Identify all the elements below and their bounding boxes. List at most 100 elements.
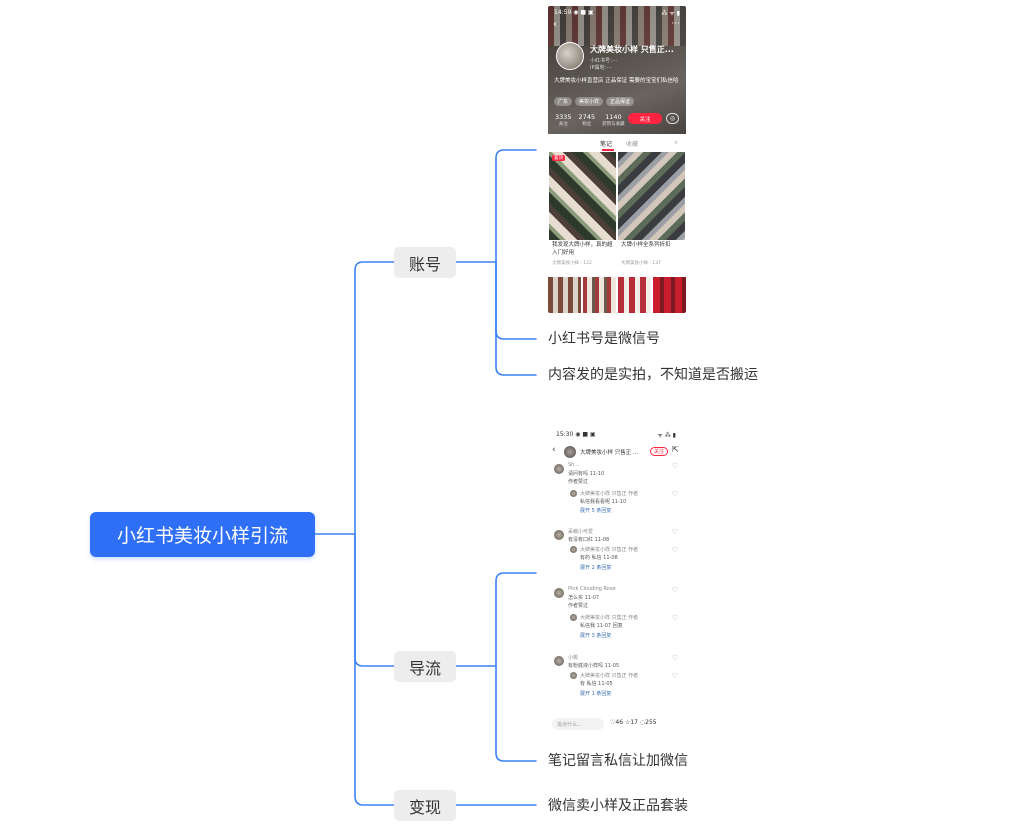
commenter-avatar — [554, 530, 564, 540]
stat-likes: 1140 获赞与收藏 — [602, 113, 625, 127]
tab-notes: 笔记 — [600, 141, 613, 148]
tab-collections: 收藏 — [626, 141, 639, 148]
branch-node-traffic[interactable]: 导流 — [394, 651, 456, 682]
stat-number: 2745 — [578, 113, 596, 121]
like-icon: ♡ — [671, 672, 678, 680]
profile-header-bg — [548, 6, 686, 134]
reply-text: 私信我 11-07 回复 — [580, 623, 623, 629]
commenter-name: Pink Clouding Rose — [568, 586, 616, 592]
reply-text: 有的 私信 11-08 — [580, 555, 618, 561]
note-author-title: 大牌美妆小样 只售正 ... — [580, 450, 639, 456]
note-thumbnails-row — [548, 277, 686, 313]
reply-author: 大牌美妆小样 只售正 作者 — [580, 673, 639, 679]
comment-text: 有粉底液小样吗 11-05 — [568, 663, 620, 669]
stat-number: 3335 — [555, 113, 572, 121]
note-card-meta: 大牌美妆小样 · 137 — [621, 261, 661, 266]
edge-branch-2-leaf-1 — [495, 572, 537, 667]
like-icon: ♡ — [610, 719, 616, 726]
engagement-counts: ♡46 ☆17 ◌255 — [610, 719, 657, 726]
edge-branch-1-leaf-3 — [495, 261, 537, 376]
leaf-traffic-comment-dm[interactable]: 笔记留言私信让加微信 — [548, 753, 688, 769]
like-icon: ♡ — [671, 654, 678, 662]
reply-author: 大牌美妆小样 只售正 作者 — [580, 491, 639, 497]
comment-icon: ◌ — [639, 719, 646, 726]
follow-button: 关注 — [628, 113, 662, 124]
profile-bio: 大牌美妆小样直营店 正品保证 需要的宝宝们私信哈 — [554, 78, 679, 84]
reply-author: 大牌美妆小样 只售正 作者 — [580, 615, 639, 621]
author-avatar — [570, 546, 577, 553]
expand-replies: 展开 2 条回复 — [580, 565, 612, 571]
author-avatar — [570, 614, 577, 621]
like-count: 46 — [615, 719, 624, 726]
comment-text: 怎么买 11-07 — [568, 595, 600, 601]
profile-tags: 广东 美妆小样 正品保证 — [554, 97, 635, 106]
note-card: 大牌小样全系列折扣 大牌美妆小样 · 137 — [618, 152, 685, 267]
profile-ip: IP属地：··· — [590, 65, 612, 71]
branch-node-account[interactable]: 账号 — [394, 247, 456, 278]
reply-text: 私信我看看呢 11-10 — [580, 499, 627, 505]
share-icon: ⇱ — [672, 445, 679, 454]
profile-tag: 美妆小样 — [575, 97, 604, 106]
star-icon: ☆ — [624, 719, 631, 726]
profile-screenshot: 14:59 ◉ ■ ▣ ⁂ ᯤ ▮ ‹ ··· 大牌美妆小样 只售正... 小红… — [548, 6, 686, 313]
star-count: 17 — [630, 719, 638, 726]
leaf-account-content-origin[interactable]: 内容发的是实拍，不知道是否搬运 — [548, 367, 758, 383]
comment-sub: 作者赞过 — [568, 603, 589, 609]
comment-text: 请问有吗 11-10 — [568, 471, 605, 477]
leaf-account-wechat-id[interactable]: 小红书号是微信号 — [548, 331, 660, 347]
note-card-meta: 大牌美妆小样 · 122 — [552, 261, 592, 266]
status-bar-right: ⁂ ᯤ ▮ — [661, 10, 680, 17]
note-card-title: 大牌小样全系列折扣 — [621, 242, 671, 248]
stat-label: 粉丝 — [582, 122, 592, 127]
comment-text: 有没有口红 11-08 — [568, 537, 610, 543]
note-card: 置顶 我发现大牌小样，真的超入门好用 大牌美妆小样 · 122 — [549, 152, 616, 267]
profile-tag: 广东 — [554, 97, 573, 106]
edge-root-branch-2 — [354, 533, 395, 667]
chat-icon: ◎ — [666, 113, 679, 124]
note-card-image — [549, 152, 616, 240]
author-avatar — [570, 490, 577, 497]
stat-followers: 2745 粉丝 — [579, 113, 596, 127]
edge-root-branch-3 — [354, 533, 395, 806]
commenter-avatar — [554, 588, 564, 598]
back-icon: ‹ — [553, 19, 557, 30]
stat-label: 关注 — [558, 122, 568, 127]
stat-label: 获赞与收藏 — [602, 122, 625, 127]
edge-branch-1-leaf-1 — [495, 149, 537, 263]
follow-button: 关注 — [650, 447, 669, 456]
back-icon: ‹ — [552, 445, 556, 455]
status-bar-right: ᯤ ⁂ ▮ — [657, 432, 676, 439]
profile-stats: 3335 关注 2745 粉丝 1140 获赞与收藏 — [555, 113, 625, 127]
status-bar-left: 14:59 ◉ ■ ▣ — [554, 9, 594, 16]
profile-id: 小红书号：··· — [590, 58, 618, 64]
comment-count: 255 — [645, 719, 657, 726]
avatar — [556, 42, 584, 70]
leaf-monetize-sell-samples[interactable]: 微信卖小样及正品套装 — [548, 798, 688, 814]
stat-number: 1140 — [605, 113, 622, 121]
like-icon: ♡ — [671, 586, 678, 594]
like-icon: ♡ — [671, 462, 678, 470]
branch-node-monetize[interactable]: 变现 — [394, 790, 456, 821]
like-icon: ♡ — [671, 546, 678, 554]
reply-author: 大牌美妆小样 只售正 作者 — [580, 547, 639, 553]
edge-root-branch-1 — [354, 261, 395, 535]
expand-replies: 展开 3 条回复 — [580, 633, 612, 639]
like-icon: ♡ — [671, 490, 678, 498]
note-card-title: 我发现大牌小样，真的超入门好用 — [552, 242, 613, 256]
like-icon: ♡ — [671, 528, 678, 536]
note-card-image — [618, 152, 685, 240]
commenter-name: 小桃 — [568, 655, 579, 661]
search-icon: ⌕ — [674, 139, 678, 146]
more-icon: ··· — [671, 19, 680, 29]
like-icon: ♡ — [671, 614, 678, 622]
root-node[interactable]: 小红书美妆小样引流 — [90, 512, 315, 557]
commenter-avatar — [554, 656, 564, 666]
profile-tabs: 笔记 收藏 ⌕ — [548, 134, 686, 152]
edge-branch-1-leaf-2 — [495, 261, 537, 340]
comments-screenshot: 15:30 ◉ ■ ▣ ᯤ ⁂ ▮ ‹ 大牌美妆小样 只售正 ... 关注 ⇱ … — [548, 428, 686, 736]
commenter-name: 呆萌小可爱 — [568, 529, 594, 535]
author-avatar — [570, 672, 577, 679]
note-thumbnail — [653, 277, 686, 313]
expand-replies: 展开 5 条回复 — [580, 508, 612, 514]
